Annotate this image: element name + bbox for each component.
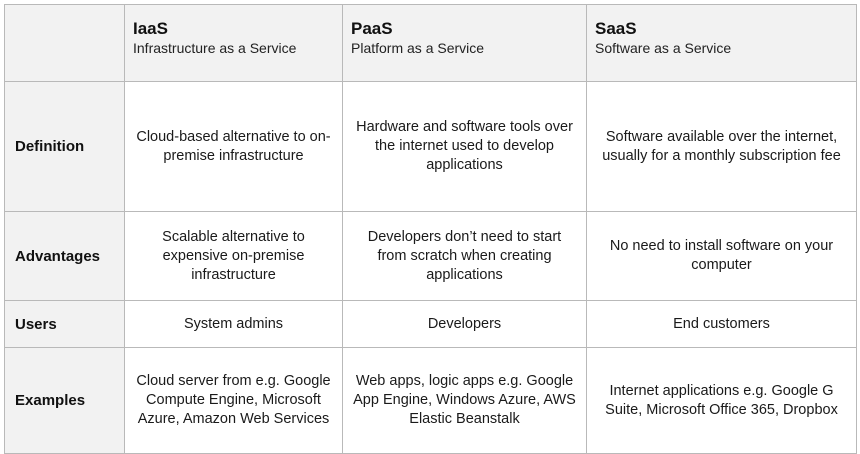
cell-users-paas: Developers [342, 300, 587, 348]
cell-users-saas: End customers [586, 300, 857, 348]
cell-examples-saas: Internet applications e.g. Google G Suit… [586, 347, 857, 454]
table-row-advantages: Advantages Scalable alternative to expen… [4, 211, 857, 301]
column-header-paas: PaaS Platform as a Service [342, 4, 587, 82]
column-header-saas: SaaS Software as a Service [586, 4, 857, 82]
cell-advantages-paas: Developers don’t need to start from scra… [342, 211, 587, 301]
cell-examples-iaas: Cloud server from e.g. Google Compute En… [124, 347, 343, 454]
cell-definition-saas: Software available over the internet, us… [586, 81, 857, 212]
table-header-row: IaaS Infrastructure as a Service PaaS Pl… [4, 4, 857, 82]
cloud-service-comparison-table: IaaS Infrastructure as a Service PaaS Pl… [4, 4, 857, 454]
cell-definition-paas: Hardware and software tools over the int… [342, 81, 587, 212]
row-label-definition: Definition [4, 81, 125, 212]
table-row-users: Users System admins Developers End custo… [4, 300, 857, 348]
cell-users-iaas: System admins [124, 300, 343, 348]
column-header-abbr: PaaS [351, 19, 393, 38]
table-row-examples: Examples Cloud server from e.g. Google C… [4, 347, 857, 454]
column-header-full-name: Software as a Service [595, 40, 732, 56]
column-header-abbr: SaaS [595, 19, 637, 38]
cell-examples-paas: Web apps, logic apps e.g. Google App Eng… [342, 347, 587, 454]
column-header-abbr: IaaS [133, 19, 168, 38]
column-header-full-name: Infrastructure as a Service [133, 40, 297, 56]
cell-advantages-saas: No need to install software on your comp… [586, 211, 857, 301]
row-label-users: Users [4, 300, 125, 348]
column-header-iaas: IaaS Infrastructure as a Service [124, 4, 343, 82]
table-corner-cell [4, 4, 125, 82]
cell-advantages-iaas: Scalable alternative to expensive on-pre… [124, 211, 343, 301]
column-header-full-name: Platform as a Service [351, 40, 485, 56]
cell-definition-iaas: Cloud-based alternative to on-premise in… [124, 81, 343, 212]
row-label-advantages: Advantages [4, 211, 125, 301]
table-row-definition: Definition Cloud-based alternative to on… [4, 81, 857, 212]
row-label-examples: Examples [4, 347, 125, 454]
